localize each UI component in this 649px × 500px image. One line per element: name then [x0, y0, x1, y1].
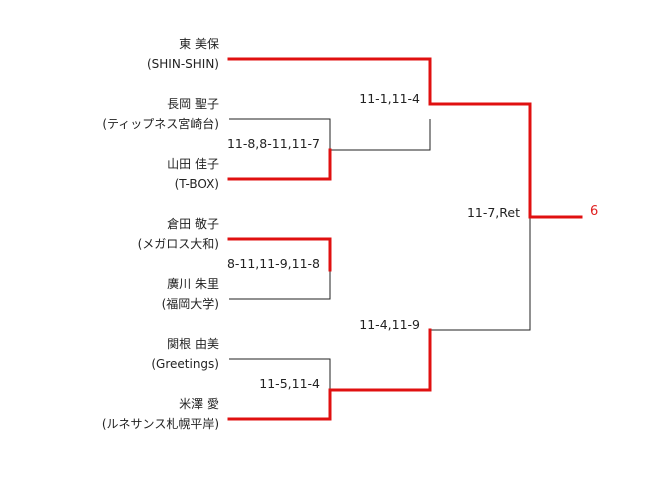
player-name-6: 関根 由美 — [167, 337, 219, 351]
score-round1-b: 8-11,11-9,11-8 — [226, 256, 320, 271]
win-kurata — [227, 237, 332, 272]
score-final: 11-7,Ret — [466, 205, 520, 220]
bracket-thin-lines — [229, 118, 531, 390]
player-team-7: (ルネサンス札幌平岸) — [101, 417, 219, 431]
player-team-6: (Greetings) — [151, 357, 219, 371]
line-nagaoka — [229, 118, 331, 150]
score-round2-bottom: 11-4,11-9 — [359, 317, 420, 332]
win-yonezawa — [227, 328, 432, 421]
win-yamada — [227, 148, 332, 181]
player-name-4: 倉田 敬子 — [167, 217, 219, 231]
win-higashi — [227, 57, 583, 219]
line-sekine — [229, 358, 331, 390]
line-hirokawa — [229, 270, 331, 300]
player-name-1: 東 美保 — [179, 37, 219, 51]
player-team-3: (T-BOX) — [174, 177, 219, 191]
player-name-5: 廣川 朱里 — [167, 277, 219, 291]
player-team-2: (ティップネス宮崎台) — [102, 117, 219, 131]
player-name-3: 山田 佳子 — [167, 157, 219, 171]
bracket-winner-lines — [227, 57, 583, 421]
score-round1-c: 11-5,11-4 — [259, 376, 320, 391]
player-name-7: 米澤 愛 — [179, 397, 219, 411]
player-name-2: 長岡 聖子 — [167, 97, 219, 111]
final-result: 6 — [590, 204, 599, 219]
line-r1a-to-r2 — [330, 119, 431, 151]
score-round2-top: 11-1,11-4 — [359, 91, 420, 106]
player-team-1: (SHIN-SHIN) — [146, 57, 219, 71]
line-r2bottom-to-final — [430, 217, 531, 331]
score-round1-a: 11-8,8-11,11-7 — [226, 136, 320, 151]
player-team-5: (福岡大学) — [161, 297, 219, 311]
player-team-4: (メガロス大和) — [137, 237, 219, 251]
